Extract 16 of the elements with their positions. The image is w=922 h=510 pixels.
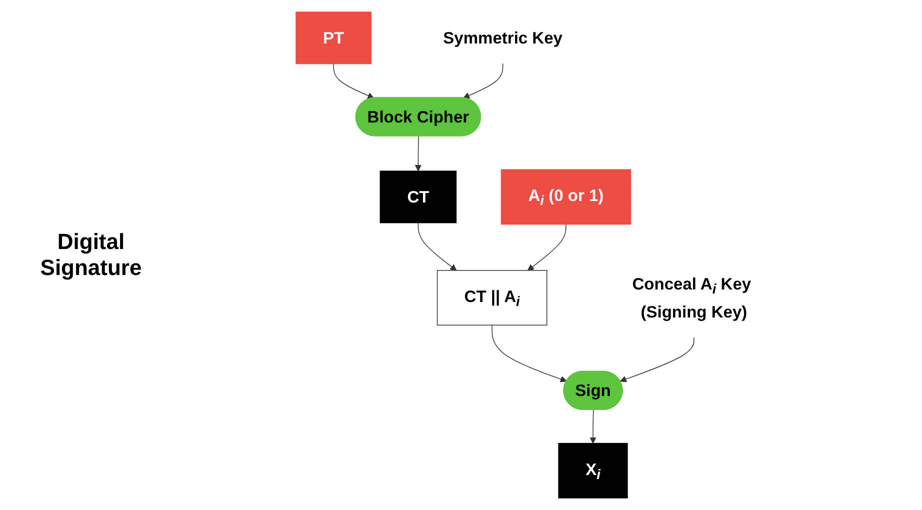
diagram-note: Digital Signature <box>39 229 143 281</box>
node-box: X$_{i}$ <box>558 442 628 498</box>
arrow <box>418 222 457 271</box>
arrow <box>463 63 504 99</box>
node-box: PT <box>296 12 372 64</box>
node-box: A$_{i}$ (0 or 1) <box>500 169 632 225</box>
node-text: Conceal A$_{i}$ Key (Signing Key) <box>632 274 752 321</box>
arrow <box>527 224 566 271</box>
arrow <box>414 136 422 172</box>
arrow <box>492 324 567 382</box>
node-text: Symmetric Key <box>443 28 562 48</box>
node-box: CT <box>380 170 457 224</box>
node-box: CT || A$_{i}$ <box>436 270 548 326</box>
arrow <box>620 337 694 382</box>
arrow <box>590 410 596 444</box>
arrow <box>333 63 374 99</box>
